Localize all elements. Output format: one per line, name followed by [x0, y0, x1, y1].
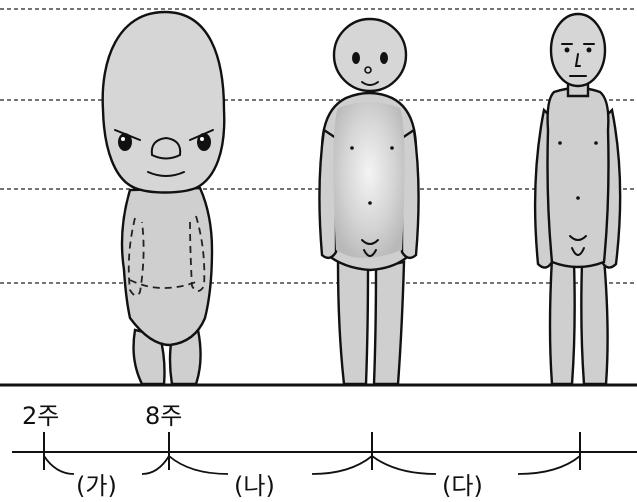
bracket-da	[372, 456, 436, 474]
phase-da-label: (다)	[442, 472, 483, 500]
marker-week8-label: 8주	[145, 402, 182, 430]
adult-figure-icon	[535, 14, 620, 384]
embryo-figure-icon	[103, 12, 225, 384]
child-figure-icon	[319, 19, 418, 384]
bracket-na	[169, 456, 228, 474]
timeline: 2주 8주 (가) (나) (다)	[12, 402, 637, 500]
marker-week2-label: 2주	[22, 402, 59, 430]
bracket-ga	[44, 456, 74, 474]
phase-ga-label: (가)	[76, 472, 117, 500]
phase-na-label: (나)	[234, 472, 275, 500]
